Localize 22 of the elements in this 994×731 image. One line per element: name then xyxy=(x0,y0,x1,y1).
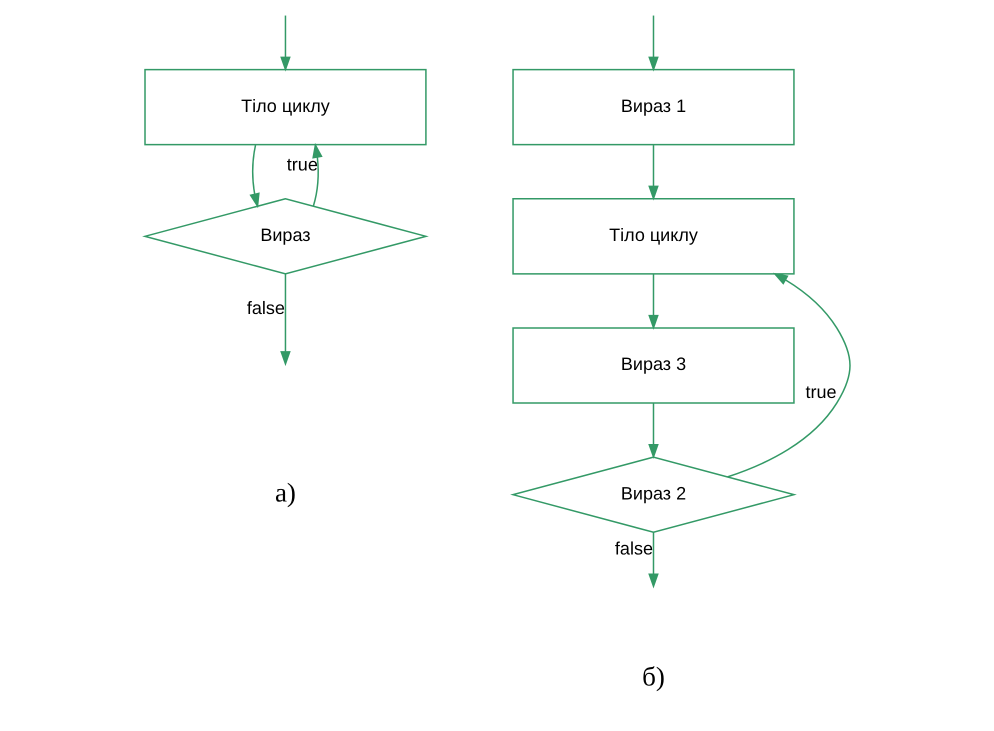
edge-label: true xyxy=(804,382,836,402)
node-box: Тіло циклу xyxy=(512,198,794,275)
arrow xyxy=(280,274,290,366)
arrow xyxy=(648,16,658,72)
arrow xyxy=(248,144,260,208)
node-box: Вираз 3 xyxy=(512,327,794,404)
edge-label: false xyxy=(246,298,284,318)
label: а) xyxy=(274,477,296,508)
arrow xyxy=(312,142,322,206)
edge-label: false xyxy=(614,538,652,558)
arrow xyxy=(648,145,658,201)
arrow xyxy=(280,16,290,72)
label: б) xyxy=(642,662,664,692)
node-box: Вираз 1 xyxy=(512,68,794,146)
node-box: Тіло циклу xyxy=(144,68,426,146)
node-diamond: Вираз xyxy=(142,198,428,275)
arrow xyxy=(648,404,658,460)
arrow xyxy=(648,274,658,330)
arrow xyxy=(648,532,658,588)
edge-label: true xyxy=(286,154,318,174)
node-diamond: Вираз 2 xyxy=(510,456,796,534)
arrow xyxy=(726,272,850,478)
